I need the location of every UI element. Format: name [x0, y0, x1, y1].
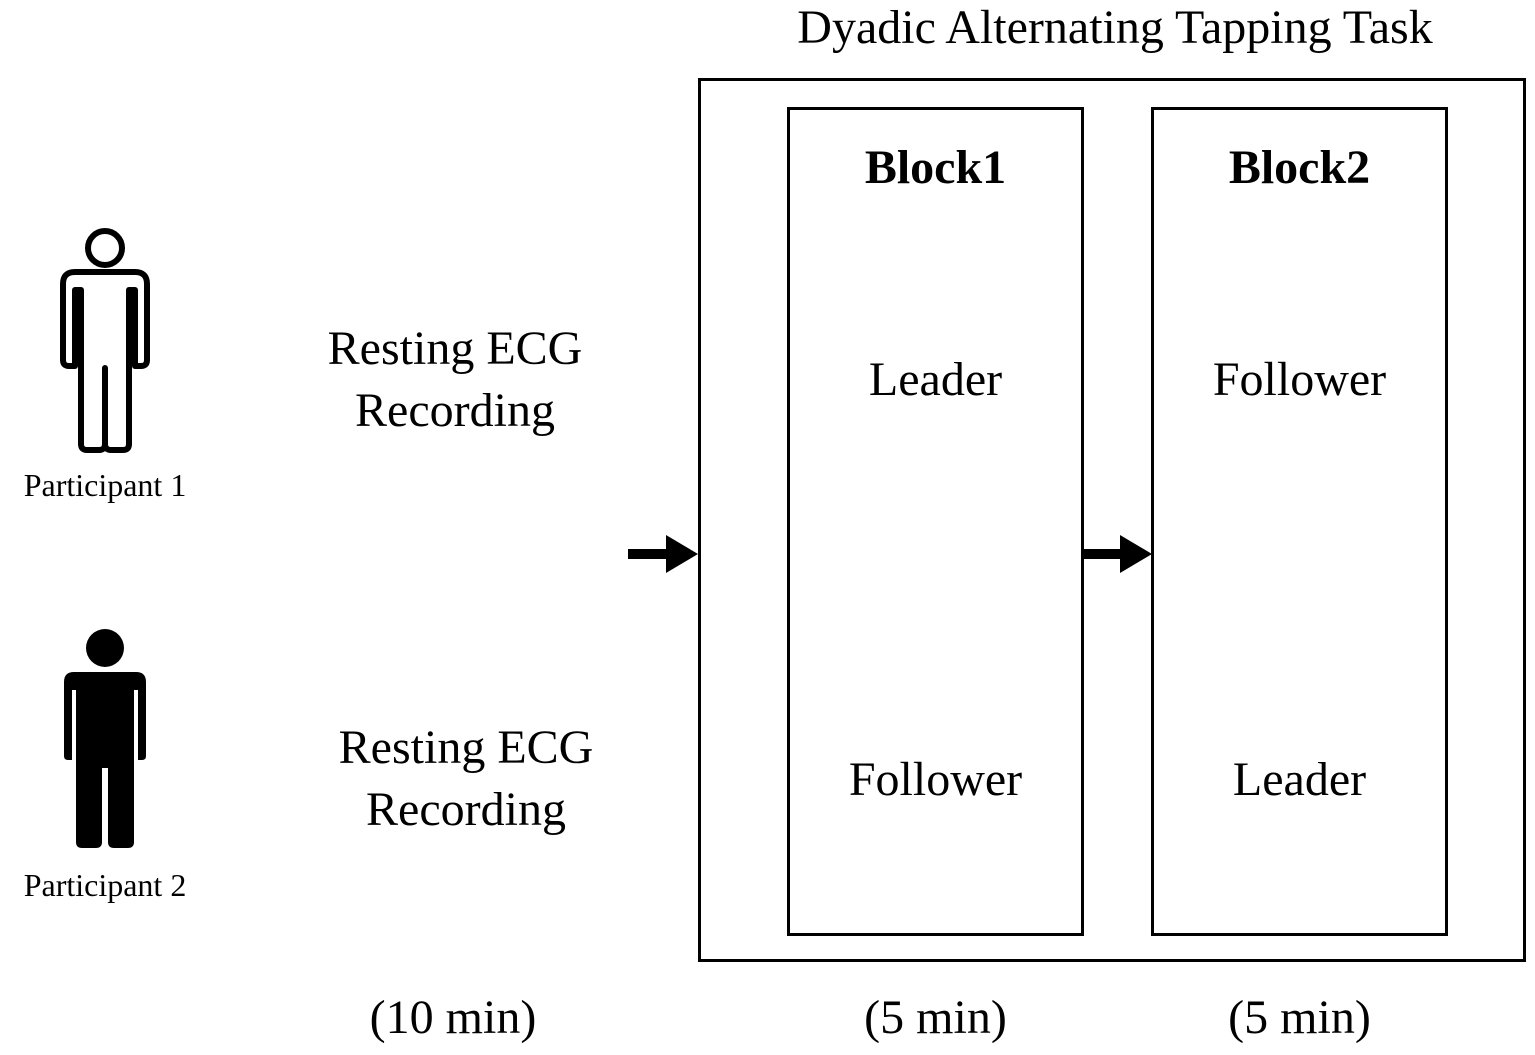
- resting-line2: Recording: [366, 783, 566, 836]
- block-2-bottom-role: Leader: [1232, 753, 1367, 806]
- task-title: Dyadic Alternating Tapping Task: [797, 1, 1433, 54]
- resting-line2: Recording: [355, 384, 555, 437]
- block-1-title: Block1: [864, 141, 1007, 194]
- block-2-duration: (5 min): [1228, 991, 1371, 1044]
- block-1-bottom-role: Follower: [848, 753, 1023, 806]
- block-1-box: [787, 107, 1084, 936]
- participant-1-label: Participant 1: [23, 467, 187, 503]
- person-filled-icon: [64, 629, 146, 848]
- person-outline-icon: [60, 228, 150, 453]
- resting-duration: (10 min): [369, 991, 537, 1044]
- resting-line1: Resting ECG: [327, 322, 583, 375]
- resting-ecg-label-1: Resting ECG Recording: [295, 318, 615, 442]
- participant-2-label: Participant 2: [23, 867, 187, 903]
- block-1-duration: (5 min): [864, 991, 1007, 1044]
- arrow-right-icon: [1082, 535, 1152, 573]
- task-box: [698, 78, 1526, 962]
- resting-ecg-label-2: Resting ECG Recording: [306, 717, 626, 841]
- block-2-title: Block2: [1228, 141, 1371, 194]
- block-2-box: [1151, 107, 1448, 936]
- arrow-right-icon: [628, 535, 698, 573]
- block-1-top-role: Leader: [868, 353, 1003, 406]
- resting-line1: Resting ECG: [338, 721, 594, 774]
- block-2-top-role: Follower: [1212, 353, 1387, 406]
